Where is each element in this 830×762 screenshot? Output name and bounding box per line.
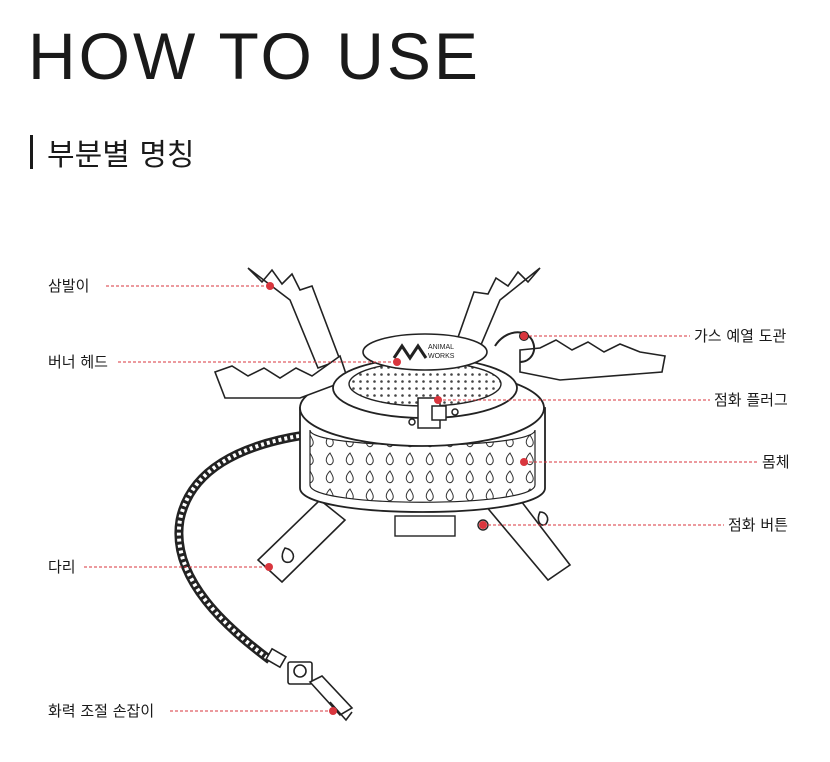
dot-ignition — [479, 521, 487, 529]
section-title: 부분별 명칭 — [47, 138, 195, 173]
spark-plug — [408, 397, 459, 429]
page-title: HOW TO USE — [28, 19, 481, 93]
leader-dots — [265, 282, 528, 715]
label-legs: 삼발이 — [48, 277, 90, 295]
dot-legs — [266, 282, 274, 290]
dot-preheat — [520, 332, 528, 340]
valve-knob — [264, 647, 354, 722]
section-bar — [30, 135, 33, 169]
label-lower-legs: 다리 — [48, 558, 76, 576]
dot-valve — [329, 707, 337, 715]
dot-spark-plug — [434, 396, 442, 404]
brand-logo: ANIMAL WORKS — [392, 343, 455, 361]
label-valve-knob: 화력 조절 손잡이 — [48, 702, 155, 720]
section-heading: 부분별 명칭 — [30, 132, 195, 173]
logo-text-2: WORKS — [428, 353, 455, 360]
label-ignition-button: 점화 버튼 — [728, 516, 788, 534]
dot-burner-head — [393, 358, 401, 366]
label-burner-head: 버너 헤드 — [48, 353, 108, 371]
dot-body — [520, 458, 528, 466]
gas-hose — [174, 430, 306, 664]
label-spark-plug: 점화 플러그 — [714, 391, 788, 409]
lower-leg-left — [256, 498, 347, 584]
burner-head — [332, 333, 518, 419]
dot-lower-legs — [265, 563, 273, 571]
logo-text-1: ANIMAL — [428, 344, 454, 351]
leader-lines — [84, 285, 758, 712]
label-body: 몸체 — [762, 453, 790, 471]
label-preheat-tube: 가스 예열 도관 — [694, 327, 787, 345]
